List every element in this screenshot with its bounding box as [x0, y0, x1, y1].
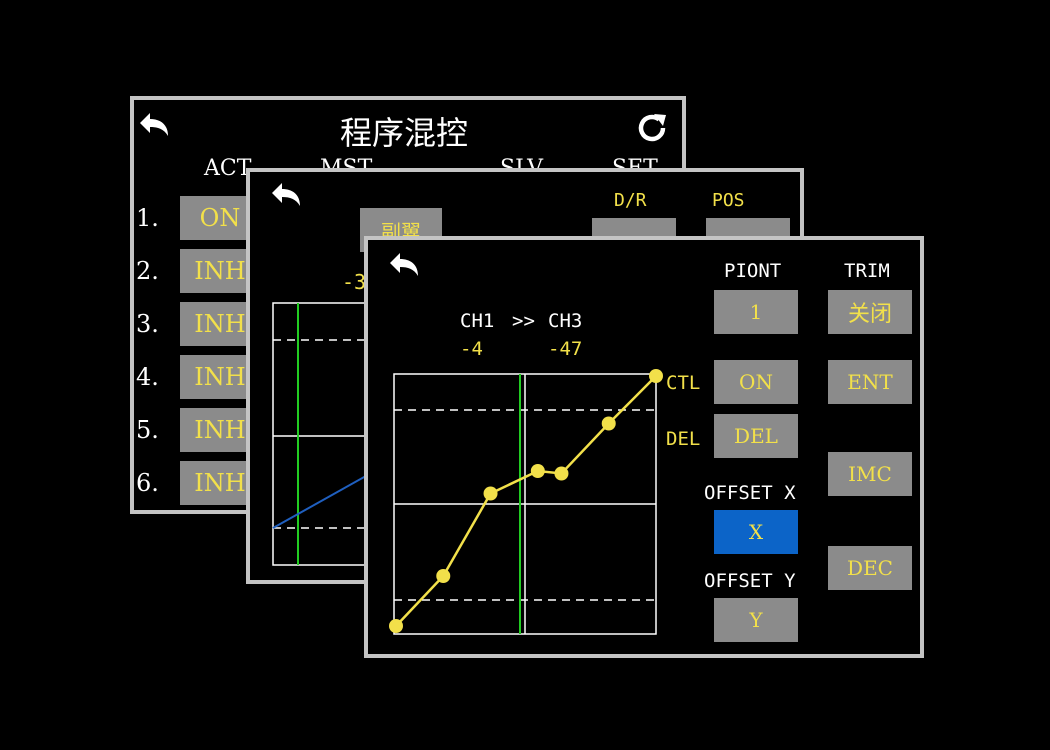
row-number: 4.: [136, 363, 159, 391]
header-act: ACT: [204, 156, 252, 181]
imc-button[interactable]: IMC: [828, 452, 912, 496]
curve-point[interactable]: [389, 619, 403, 633]
curve-point[interactable]: [649, 369, 663, 383]
back-arrow-icon[interactable]: [268, 180, 304, 212]
curve-point[interactable]: [530, 464, 545, 478]
ent-button[interactable]: ENT: [828, 360, 912, 404]
offset-y-label: OFFSET Y: [704, 570, 796, 592]
trim-button[interactable]: 关闭: [828, 290, 912, 334]
point-button[interactable]: 1: [714, 290, 798, 334]
offset-x-button[interactable]: X: [714, 510, 798, 554]
back-arrow-icon[interactable]: [136, 110, 172, 142]
del-button[interactable]: DEL: [714, 414, 798, 458]
row-number: 5.: [136, 416, 159, 444]
curve-panel-front: CH1 >> CH3 -4 -47 CTL DEL PIONT TRIM 1 关…: [364, 236, 924, 658]
curve-chart[interactable]: [388, 368, 664, 640]
del-label: DEL: [666, 428, 701, 450]
row-number: 3.: [136, 310, 159, 338]
ctl-button[interactable]: ON: [714, 360, 798, 404]
offset-y-button[interactable]: Y: [714, 598, 798, 642]
channel-to: CH3: [548, 310, 583, 332]
offset-x-label: OFFSET X: [704, 482, 796, 504]
row-number: 1.: [136, 204, 159, 232]
ctl-label: CTL: [666, 372, 701, 394]
curve-point[interactable]: [601, 416, 616, 431]
curve-point[interactable]: [554, 466, 569, 481]
curve-point[interactable]: [483, 486, 498, 501]
curve-point[interactable]: [436, 569, 451, 583]
curve-line: [395, 375, 657, 627]
dec-button[interactable]: DEC: [828, 546, 912, 590]
channel-from: CH1: [460, 310, 495, 332]
pos-label: POS: [712, 190, 745, 211]
piont-label: PIONT: [724, 260, 782, 282]
channel-arrow: >>: [512, 310, 535, 332]
refresh-icon[interactable]: [634, 110, 670, 146]
page-title: 程序混控: [340, 114, 469, 152]
channel-to-value: -47: [548, 338, 583, 360]
trim-label: TRIM: [844, 260, 890, 282]
dr-label: D/R: [614, 190, 647, 211]
mid-value: -3: [342, 270, 367, 294]
back-arrow-icon[interactable]: [386, 250, 422, 282]
row-number: 2.: [136, 257, 159, 285]
row-number: 6.: [136, 469, 159, 497]
channel-from-value: -4: [460, 338, 483, 360]
